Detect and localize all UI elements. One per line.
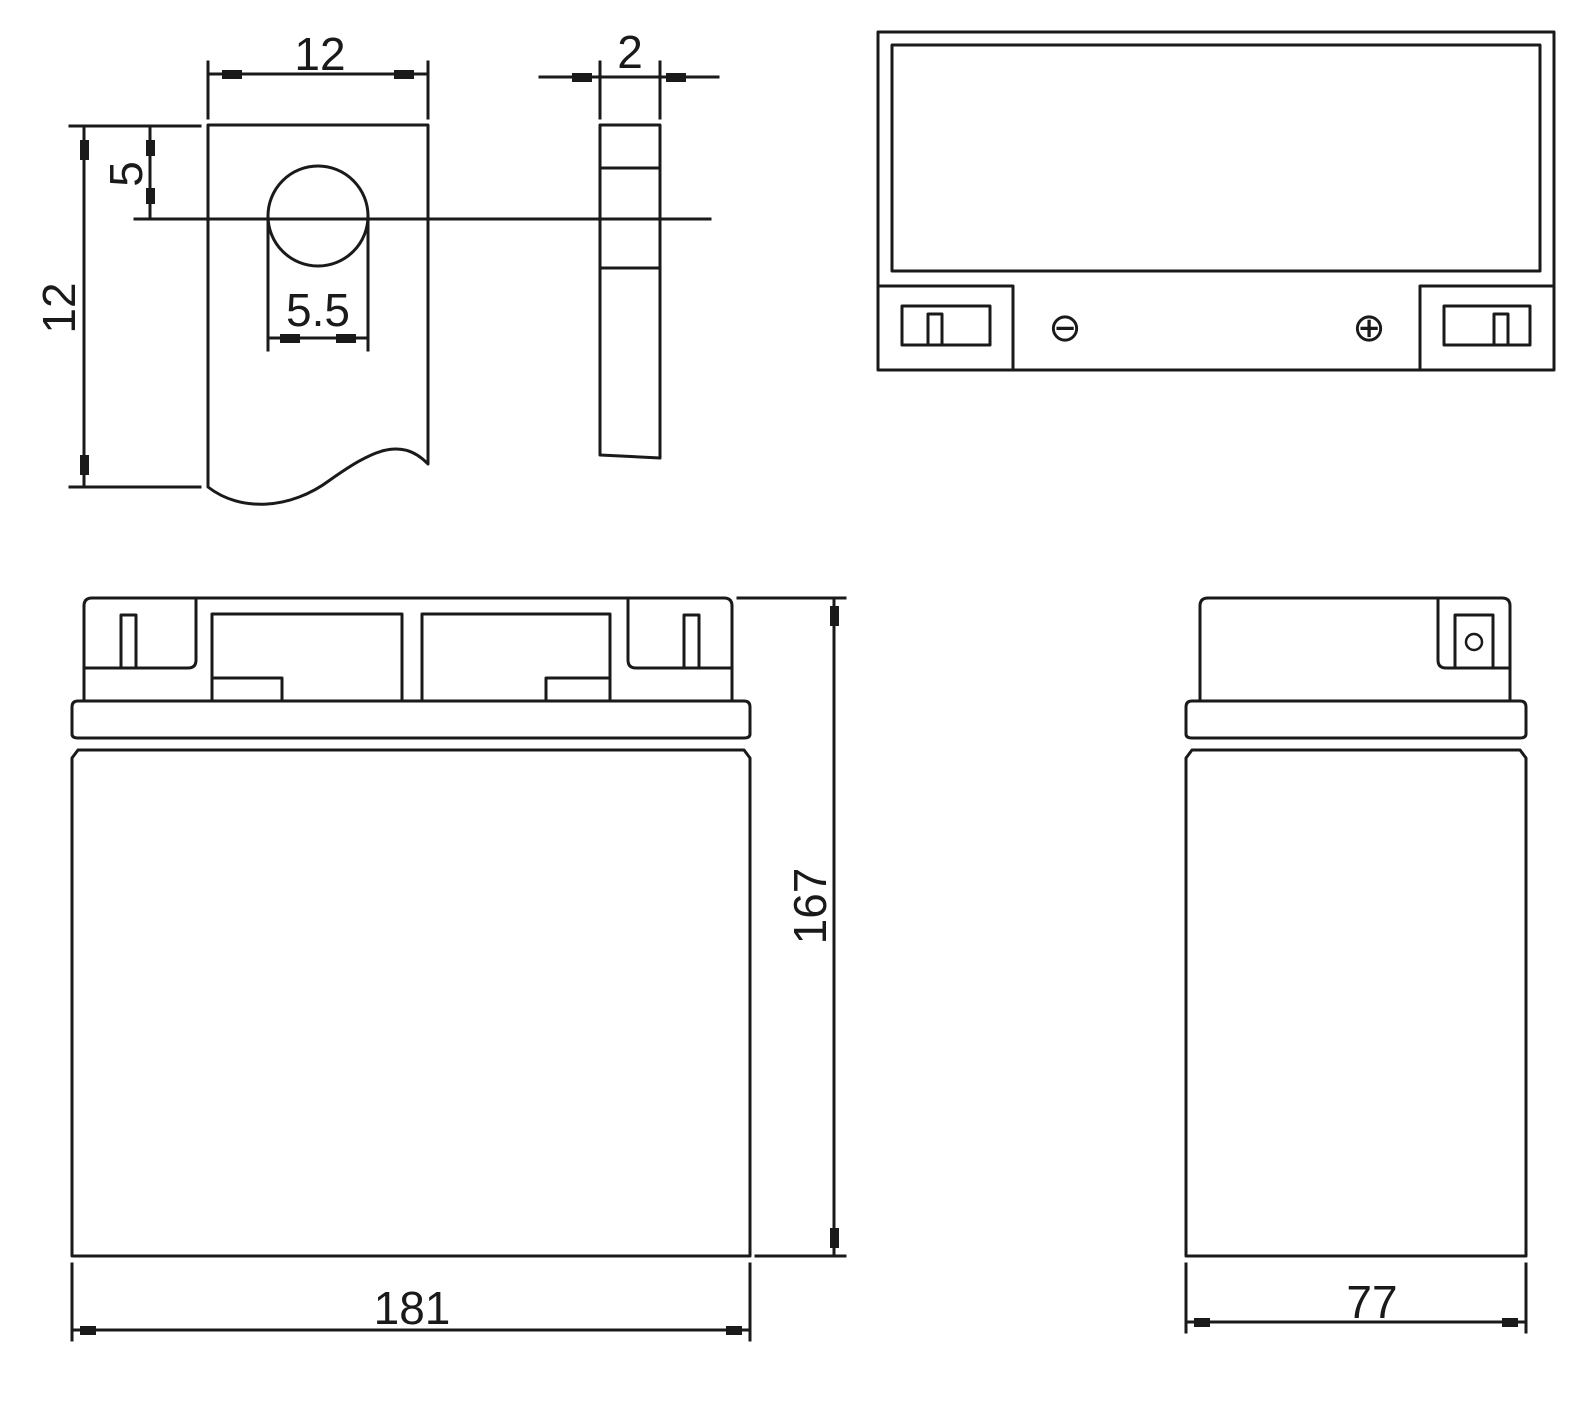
side-terminal-bolt	[1464, 632, 1484, 652]
front-height-label: 167	[784, 868, 836, 945]
side-case-body	[1184, 748, 1528, 1258]
side-lid-band	[1184, 699, 1528, 740]
arrow-head	[830, 606, 839, 626]
front-case-body	[70, 748, 752, 1258]
front-left-cover-step	[210, 676, 284, 703]
terminal-side-detail: 2	[538, 26, 720, 460]
arrow-head	[80, 455, 89, 475]
terminal-height-label: 12	[33, 282, 85, 333]
terminal-thickness-label: 2	[617, 26, 643, 78]
arrow-head	[830, 1228, 839, 1248]
front-right-terminal	[682, 613, 701, 670]
side-terminal	[1453, 613, 1495, 670]
terminal-side-outline	[598, 123, 662, 460]
front-right-pocket	[626, 596, 734, 670]
arrow-head	[1194, 1318, 1210, 1327]
front-right-cover-step	[544, 676, 612, 703]
arrow-head	[146, 188, 155, 204]
positive-terminal-block	[1418, 284, 1556, 372]
terminal-front-detail: 12 12 5 5.5	[33, 28, 712, 506]
hole-diameter-label: 5.5	[286, 284, 350, 336]
side-lid-top	[1198, 596, 1512, 703]
front-width-label: 181	[374, 1282, 451, 1334]
arrow-head	[146, 140, 155, 156]
hole-offset-label: 5	[100, 161, 152, 187]
terminal-hole	[266, 164, 370, 268]
arrow-head	[80, 140, 89, 160]
negative-terminal-tab	[926, 312, 944, 347]
battery-top-view: ⊖ ⊕	[876, 30, 1556, 372]
arrow-head	[666, 73, 686, 82]
arrow-head	[394, 70, 414, 79]
side-depth-label: 77	[1346, 1276, 1397, 1328]
battery-front-view: 181 167	[70, 596, 847, 1342]
arrow-head	[280, 334, 300, 343]
front-right-cover	[420, 612, 612, 703]
terminal-width-label: 12	[294, 28, 345, 80]
side-terminal-pocket	[1436, 596, 1512, 670]
front-lid-band	[70, 699, 752, 740]
terminal-plate-outline	[206, 123, 430, 506]
front-left-cover	[210, 612, 404, 703]
top-view-label-area	[890, 43, 1542, 273]
front-left-terminal	[119, 613, 138, 670]
negative-terminal	[900, 304, 992, 347]
arrow-head	[80, 1326, 96, 1335]
front-lid-top	[82, 596, 734, 703]
negative-terminal-block	[876, 284, 1015, 372]
positive-terminal-tab	[1492, 312, 1510, 347]
positive-polarity-icon: ⊕	[1352, 305, 1386, 351]
arrow-head	[222, 70, 242, 79]
arrow-head	[726, 1326, 742, 1335]
arrow-head	[572, 73, 592, 82]
arrow-head	[1502, 1318, 1518, 1327]
front-left-pocket	[82, 596, 198, 670]
arrow-head	[336, 334, 356, 343]
top-view-outline	[876, 30, 1556, 372]
positive-terminal	[1442, 304, 1532, 347]
negative-polarity-icon: ⊖	[1048, 305, 1082, 351]
battery-side-view: 77	[1184, 596, 1528, 1334]
